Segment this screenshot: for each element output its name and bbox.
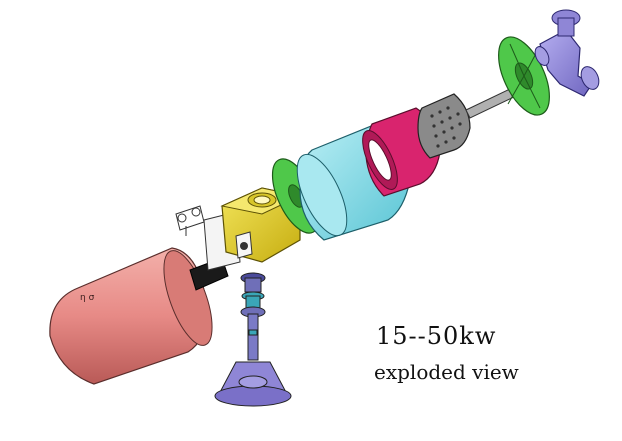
bearing-cage bbox=[417, 93, 471, 159]
view-label: exploded view bbox=[374, 360, 519, 384]
rotor-hub bbox=[534, 9, 600, 97]
linkage-part bbox=[175, 205, 205, 236]
generator-tank: η σ bbox=[49, 247, 213, 385]
tank-marking: η σ bbox=[80, 293, 95, 303]
green-disc-rear bbox=[498, 36, 550, 116]
pedestal-stand bbox=[214, 272, 292, 407]
power-range-label: 15--50kw bbox=[376, 322, 497, 350]
